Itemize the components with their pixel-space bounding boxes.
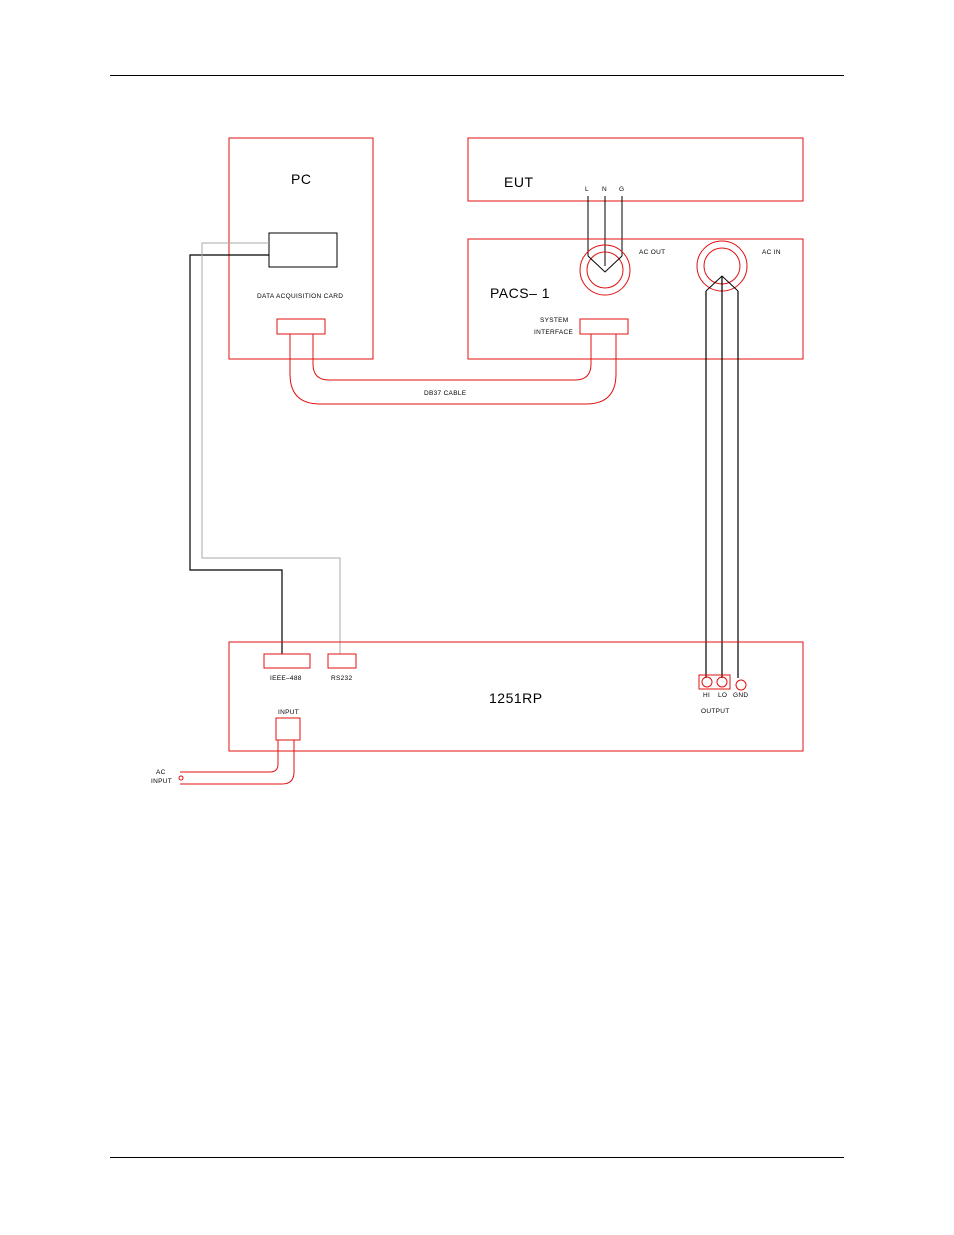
pc-box	[228, 137, 374, 360]
input-label: INPUT	[278, 709, 299, 716]
ac-cord-lower-edge	[180, 740, 295, 785]
header-rule	[110, 75, 844, 76]
ac-input-label-line1: AC	[156, 769, 166, 776]
ac-out-wire-fan	[587, 255, 623, 273]
data-acquisition-card	[268, 232, 338, 268]
ac-out-outer-ring	[579, 244, 631, 296]
gnd-terminal	[735, 679, 747, 691]
db37-cable-label: DB37 CABLE	[424, 390, 467, 397]
output-label: OUTPUT	[701, 708, 730, 715]
pacs-unit: PACS– 1 AC OUT AC IN SYSTEM INTERFACE	[467, 238, 804, 360]
system-interface-label-line1: SYSTEM	[540, 317, 569, 324]
ac-cord-plug-end	[178, 775, 184, 781]
ac-in-label: AC IN	[762, 249, 781, 256]
eut-box	[467, 137, 804, 202]
system-interface-label-line2: INTERFACE	[534, 329, 574, 336]
rs232-label: RS232	[331, 675, 352, 682]
db37-cable-outer-edge	[289, 334, 617, 405]
lo-terminal	[716, 676, 728, 688]
output-terminal-block	[698, 674, 731, 690]
gnd-label: GND	[733, 692, 748, 699]
eut-terminal-g: G	[619, 186, 624, 193]
source-1251rp-box	[228, 641, 804, 752]
eut-unit: EUT L N G	[467, 137, 804, 266]
ieee-488-cable	[189, 254, 283, 654]
ac-cord-upper-edge	[180, 740, 279, 773]
input-socket	[275, 717, 301, 741]
pacs-box	[467, 238, 804, 360]
data-acquisition-card-label: DATA ACQUISITION CARD	[257, 293, 343, 300]
ac-input-label-line2: INPUT	[151, 778, 172, 785]
lo-label: LO	[718, 692, 727, 699]
db37-cable: DB37 CABLE	[289, 334, 617, 405]
hi-label: HI	[703, 692, 710, 699]
pc-title: PC	[291, 171, 311, 187]
ac-input-cord: AC INPUT	[151, 740, 295, 785]
ieee-488-port	[263, 653, 311, 669]
hi-terminal	[701, 676, 713, 688]
source-1251rp-unit: 1251RP IEEE–488 RS232 INPUT HI LO GND OU…	[228, 641, 804, 752]
pc-unit: PC DATA ACQUISITION CARD	[228, 137, 374, 360]
ieee-488-label: IEEE–488	[270, 675, 302, 682]
footer-rule	[110, 1157, 844, 1158]
eut-terminal-n: N	[602, 186, 607, 193]
pacs-db37-connector	[579, 318, 629, 335]
ac-out-label: AC OUT	[639, 249, 665, 256]
rs232-cable	[201, 242, 341, 654]
db37-cable-inner-edge	[312, 334, 592, 381]
ac-out-inner-ring	[586, 251, 624, 289]
rs232-port	[327, 653, 357, 669]
pacs-title: PACS– 1	[490, 285, 550, 301]
pc-db37-connector	[276, 318, 326, 335]
source-1251rp-title: 1251RP	[489, 690, 543, 706]
eut-title: EUT	[504, 174, 534, 190]
eut-terminal-l: L	[585, 186, 589, 193]
